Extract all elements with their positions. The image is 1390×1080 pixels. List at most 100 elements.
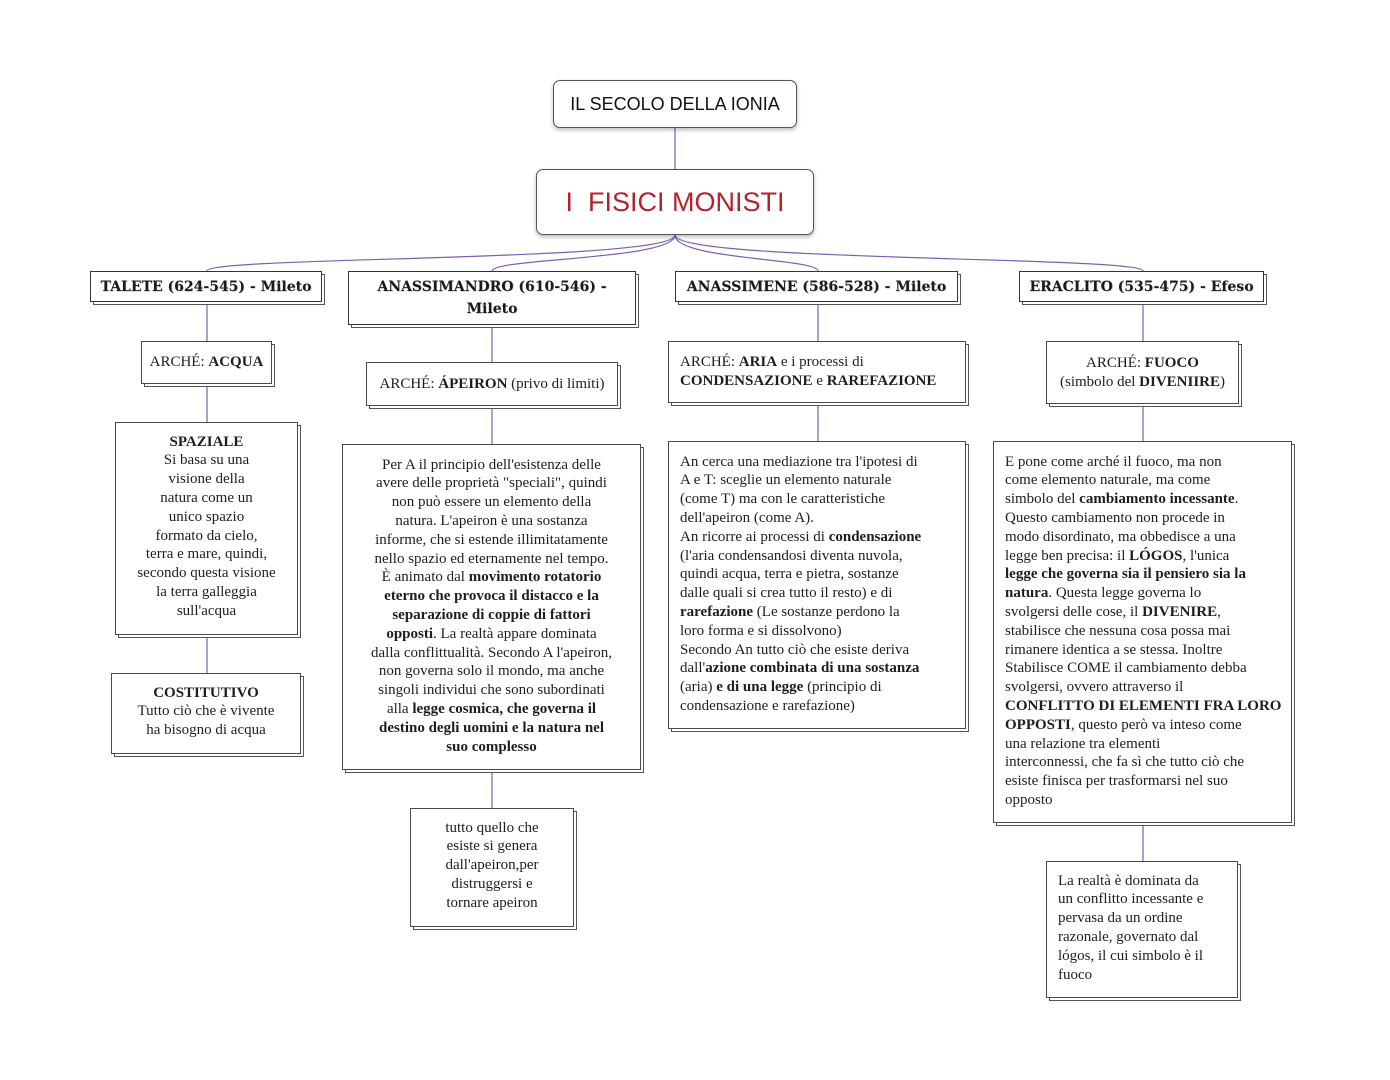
text: unico spazio <box>168 508 245 525</box>
text-line: dell'apeiron (come A). <box>680 509 965 528</box>
text: , questo però va inteso come <box>1070 716 1242 733</box>
text: TALETE (624-545) - Mileto <box>100 278 312 295</box>
bold-text: movimento rotatorio <box>468 569 602 586</box>
bold-text: DIVENIRE <box>1142 603 1218 620</box>
text-line: Tutto ciò che è vivente <box>112 702 300 721</box>
bold-text: legge che governa sia il pensiero sia la <box>1005 566 1246 583</box>
bold-text: ÁPEIRON <box>438 375 508 392</box>
text: (simbolo del <box>1059 373 1140 390</box>
text: alla <box>386 700 413 717</box>
text-line: dall'apeiron,per <box>411 856 573 875</box>
text: lógos, il cui simbolo è il <box>1058 947 1203 964</box>
text: formato da cielo, <box>155 527 258 544</box>
text: ANASSIMANDRO (610-546) - <box>377 279 607 295</box>
text-line: distruggersi e <box>411 875 573 894</box>
text: Secondo An tutto ciò che esiste deriva <box>680 641 910 658</box>
bold-text: azione combinata di una sostanza <box>705 660 920 677</box>
anassimene-description-box: An cerca una mediazione tra l'ipotesi di… <box>668 441 966 729</box>
text-line: dalla conflittualità. Secondo A l'apeiro… <box>343 644 640 663</box>
text-line: loro forma e si dissolvono) <box>680 622 965 641</box>
connector-subtitle-to-anassimandro <box>491 234 676 272</box>
text-line: La realtà è dominata da <box>1058 872 1237 891</box>
text-line: opposti. La realtà appare dominata <box>343 625 640 644</box>
text-line: A e T: sceglie un elemento naturale <box>680 471 965 490</box>
bold-text: RAREFAZIONE <box>826 373 937 389</box>
text: la terra galleggia <box>156 583 257 600</box>
text-line: (l'aria condensandosi diventa nuvola, <box>680 547 965 566</box>
text-line: opposto <box>1005 791 1291 810</box>
text-line: quindi acqua, terra e pietra, sostanze <box>680 565 965 584</box>
text-line: (come T) ma con le caratteristiche <box>680 490 965 509</box>
text-line: un conflitto incessante e <box>1058 890 1237 909</box>
text: ha bisogno di acqua <box>146 722 266 739</box>
text-line: la terra galleggia <box>116 583 297 602</box>
text-line: ANASSIMENE (586-528) - Mileto <box>676 276 957 298</box>
text-line: non può essere un elemento della <box>343 493 640 512</box>
text: simbolo del <box>1005 491 1080 508</box>
text-line: Questo cambiamento non procede in <box>1005 509 1291 528</box>
bold-text: legge cosmica, che governa il <box>412 700 597 717</box>
text: loro forma e si dissolvono) <box>680 622 842 639</box>
text-line: ANASSIMANDRO (610-546) - <box>349 276 635 298</box>
text: Per A il principio dell'esistenza delle <box>382 456 601 473</box>
text-line: ERACLITO (535-475) - Efeso <box>1020 276 1263 298</box>
anassimandro-description-box: Per A il principio dell'esistenza delle a… <box>342 444 641 770</box>
text-line: svolgersi, ovvero attraverso il <box>1005 678 1291 697</box>
text-line: alla legge cosmica, che governa il <box>343 700 640 719</box>
text: dall' <box>680 660 706 677</box>
bold-text: CONDENSAZIONE <box>680 373 813 389</box>
text: opposto <box>1005 791 1053 808</box>
text: e i processi di <box>777 354 864 371</box>
text: (principio di <box>803 679 882 696</box>
bold-text: rarefazione <box>680 603 754 620</box>
text-line: SPAZIALE <box>116 433 297 452</box>
text-line: tornare apeiron <box>411 894 573 913</box>
text-line: visione della <box>116 470 297 489</box>
map-subtitle: I FISICI MONISTI <box>536 169 814 235</box>
eraclito-arche-box: ARCHÉ: FUOCO(simbolo del DIVENIIRE) <box>1046 341 1239 404</box>
text: quindi acqua, terra e pietra, sostanze <box>680 566 899 583</box>
text-line: tutto quello che <box>411 819 573 838</box>
anassimandro-arche-box: ARCHÉ: ÁPEIRON (privo di limiti) <box>366 362 618 406</box>
text: sull'acqua <box>176 602 237 619</box>
eraclito-heading: ERACLITO (535-475) - Efeso <box>1019 271 1264 302</box>
text: dalla conflittualità. Secondo A l'apeiro… <box>371 644 612 661</box>
text-line: unico spazio <box>116 508 297 527</box>
text: , <box>1217 603 1221 620</box>
text-line: modo disordinato, ma obbedisce a una <box>1005 528 1291 547</box>
text: , l'unica <box>1182 547 1230 564</box>
text: come elemento naturale, ma come <box>1005 472 1211 489</box>
bold-text: ACQUA <box>208 354 264 371</box>
text-line: dalle quali si crea tutto il resto) e di <box>680 584 965 603</box>
bold-text: destino degli uomini e la natura nel <box>378 719 605 736</box>
bold-text: FUOCO <box>1144 354 1199 371</box>
bold-text: LÓGOS <box>1129 547 1183 564</box>
text: stabilisce che nessuna cosa possa mai <box>1005 622 1231 639</box>
text-line: esiste si genera <box>411 837 573 856</box>
text-line: Mileto <box>349 298 635 320</box>
text: rimanere identica a se stessa. Inoltre <box>1005 641 1223 658</box>
text: (aria) <box>680 679 717 696</box>
text-line: (aria) e di una legge (principio di <box>680 678 965 697</box>
text-line: una relazione tra elementi <box>1005 735 1291 754</box>
text: dalle quali si crea tutto il resto) e di <box>680 585 893 602</box>
text: (privo di limiti) <box>507 375 605 392</box>
text-line: eterno che provoca il distacco e la <box>343 587 640 606</box>
text: condensazione e rarefazione) <box>680 697 855 714</box>
text-line: ARCHÉ: FUOCO <box>1047 354 1238 373</box>
bold-text: CONFLITTO DI ELEMENTI FRA LORO <box>1005 697 1282 714</box>
anassimandro-heading: ANASSIMANDRO (610-546) - Mileto <box>348 271 636 325</box>
bold-text: suo complesso <box>446 738 537 755</box>
text: modo disordinato, ma obbedisce a una <box>1005 528 1236 545</box>
bold-text: separazione di coppie di fattori <box>392 606 591 623</box>
text: ARCHÉ: <box>379 375 439 392</box>
text: Questo cambiamento non procede in <box>1005 509 1225 526</box>
text: una relazione tra elementi <box>1005 735 1161 752</box>
text: . Questa legge governa lo <box>1048 585 1202 602</box>
text: esiste si genera <box>446 838 538 855</box>
text-line: COSTITUTIVO <box>112 684 300 703</box>
text-line: esiste finisca per trasformarsi nel suo <box>1005 772 1291 791</box>
text: razonale, governato dal <box>1058 928 1199 945</box>
text-line: fuoco <box>1058 966 1237 985</box>
text: tornare apeiron <box>446 894 538 911</box>
